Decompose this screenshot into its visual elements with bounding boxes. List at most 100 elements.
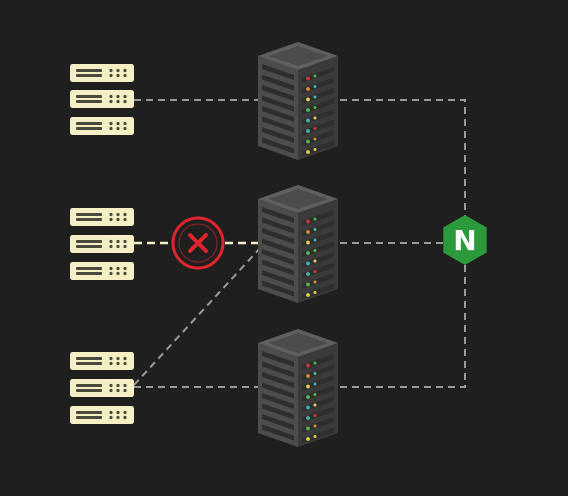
rack-slot (302, 67, 334, 83)
client-unit-led (123, 356, 127, 361)
client-unit-led (109, 94, 113, 99)
client-unit-slot (76, 122, 102, 125)
rack-slot (302, 220, 334, 237)
load-balancer: N (443, 215, 487, 265)
rack-led (313, 85, 317, 88)
rack-led (306, 87, 310, 91)
rack-led (313, 148, 317, 151)
client-groups (70, 64, 134, 424)
client-unit-slot (76, 218, 102, 221)
client-unit-led (123, 68, 127, 73)
client-unit-led (123, 271, 127, 276)
client-unit-led (116, 99, 120, 104)
client-unit-led (109, 266, 113, 271)
rack-slot (302, 98, 334, 115)
client-unit-led (116, 356, 120, 361)
rack-slot (262, 259, 294, 276)
rack-slot (262, 414, 294, 430)
failure-inner-ring (178, 223, 218, 263)
client-unit-led (116, 244, 120, 249)
rack-slot (262, 64, 294, 80)
client-unit-led (116, 415, 120, 420)
rack-led (306, 118, 310, 123)
client-unit-led (109, 410, 113, 415)
rack-slot (302, 354, 334, 370)
client-group-bottom (70, 352, 134, 424)
rack-led (313, 259, 317, 263)
rack-led (306, 108, 310, 112)
rack-top-panel (268, 189, 328, 209)
link-bottom-rack-to-lb (340, 264, 466, 388)
rack-led (306, 363, 310, 368)
rack-slot (302, 427, 334, 444)
link-top-rack-to-lb (340, 99, 466, 218)
rack-slot (302, 273, 334, 289)
rack-led (306, 261, 310, 266)
client-unit-led (116, 361, 120, 366)
client-unit-led (116, 94, 120, 99)
rack-slot (302, 364, 334, 381)
rack-led (313, 372, 317, 375)
client-unit-led (123, 99, 127, 104)
client-unit-led (123, 126, 127, 131)
x-icon (188, 233, 208, 253)
rack-slot (302, 231, 334, 247)
client-unit-body (70, 379, 134, 397)
client-unit-body (70, 90, 134, 108)
client-group-top (70, 64, 134, 135)
client-unit-led (123, 244, 127, 249)
rack-led (313, 137, 317, 141)
client-unit-led (116, 212, 120, 217)
rack-led (313, 74, 317, 78)
rack-led (313, 238, 317, 242)
client-unit-slot (76, 240, 102, 243)
client-unit-slot (76, 362, 102, 365)
rack-led (313, 127, 317, 130)
client-unit-led (116, 126, 120, 131)
server-rack-bottom (258, 329, 338, 447)
rack-slot (302, 417, 334, 433)
client-unit-slot (76, 69, 102, 72)
client-unit-led (109, 383, 113, 388)
nginx-hexagon (443, 215, 487, 265)
rack-slot (302, 140, 334, 157)
client-unit-led (109, 68, 113, 73)
client-unit-led (109, 73, 113, 78)
rack-led (306, 76, 310, 81)
rack-slot (262, 127, 294, 143)
client-unit-body (70, 64, 134, 82)
client-unit-led (123, 217, 127, 222)
client-server-unit (70, 90, 134, 108)
rack-slot (262, 137, 294, 154)
rack-slot (302, 210, 334, 226)
client-unit-led (109, 356, 113, 361)
rack-slot (302, 375, 334, 391)
rack-led (306, 374, 310, 378)
client-unit-slot (76, 357, 102, 360)
client-unit-body (70, 352, 134, 370)
rack-slot (262, 351, 294, 367)
rack-slot (262, 424, 294, 441)
rack-slot (262, 372, 294, 388)
client-unit-led (116, 121, 120, 126)
rack-slot (302, 252, 334, 268)
client-unit-led (123, 383, 127, 388)
client-unit-led (123, 94, 127, 99)
client-unit-led (123, 266, 127, 271)
client-unit-led (116, 68, 120, 73)
rack-led (306, 139, 310, 144)
connection-lines (133, 99, 466, 388)
client-unit-led (109, 217, 113, 222)
rack-led (306, 230, 310, 234)
rack-slot (302, 88, 334, 104)
rack-led (313, 393, 317, 396)
client-unit-led (116, 73, 120, 78)
rack-slot (262, 217, 294, 234)
client-server-unit (70, 406, 134, 424)
rack-top-panel (268, 333, 328, 353)
rack-slot (302, 130, 334, 146)
rack-led (313, 95, 317, 99)
client-unit-body (70, 117, 134, 135)
rack-led (306, 150, 310, 154)
